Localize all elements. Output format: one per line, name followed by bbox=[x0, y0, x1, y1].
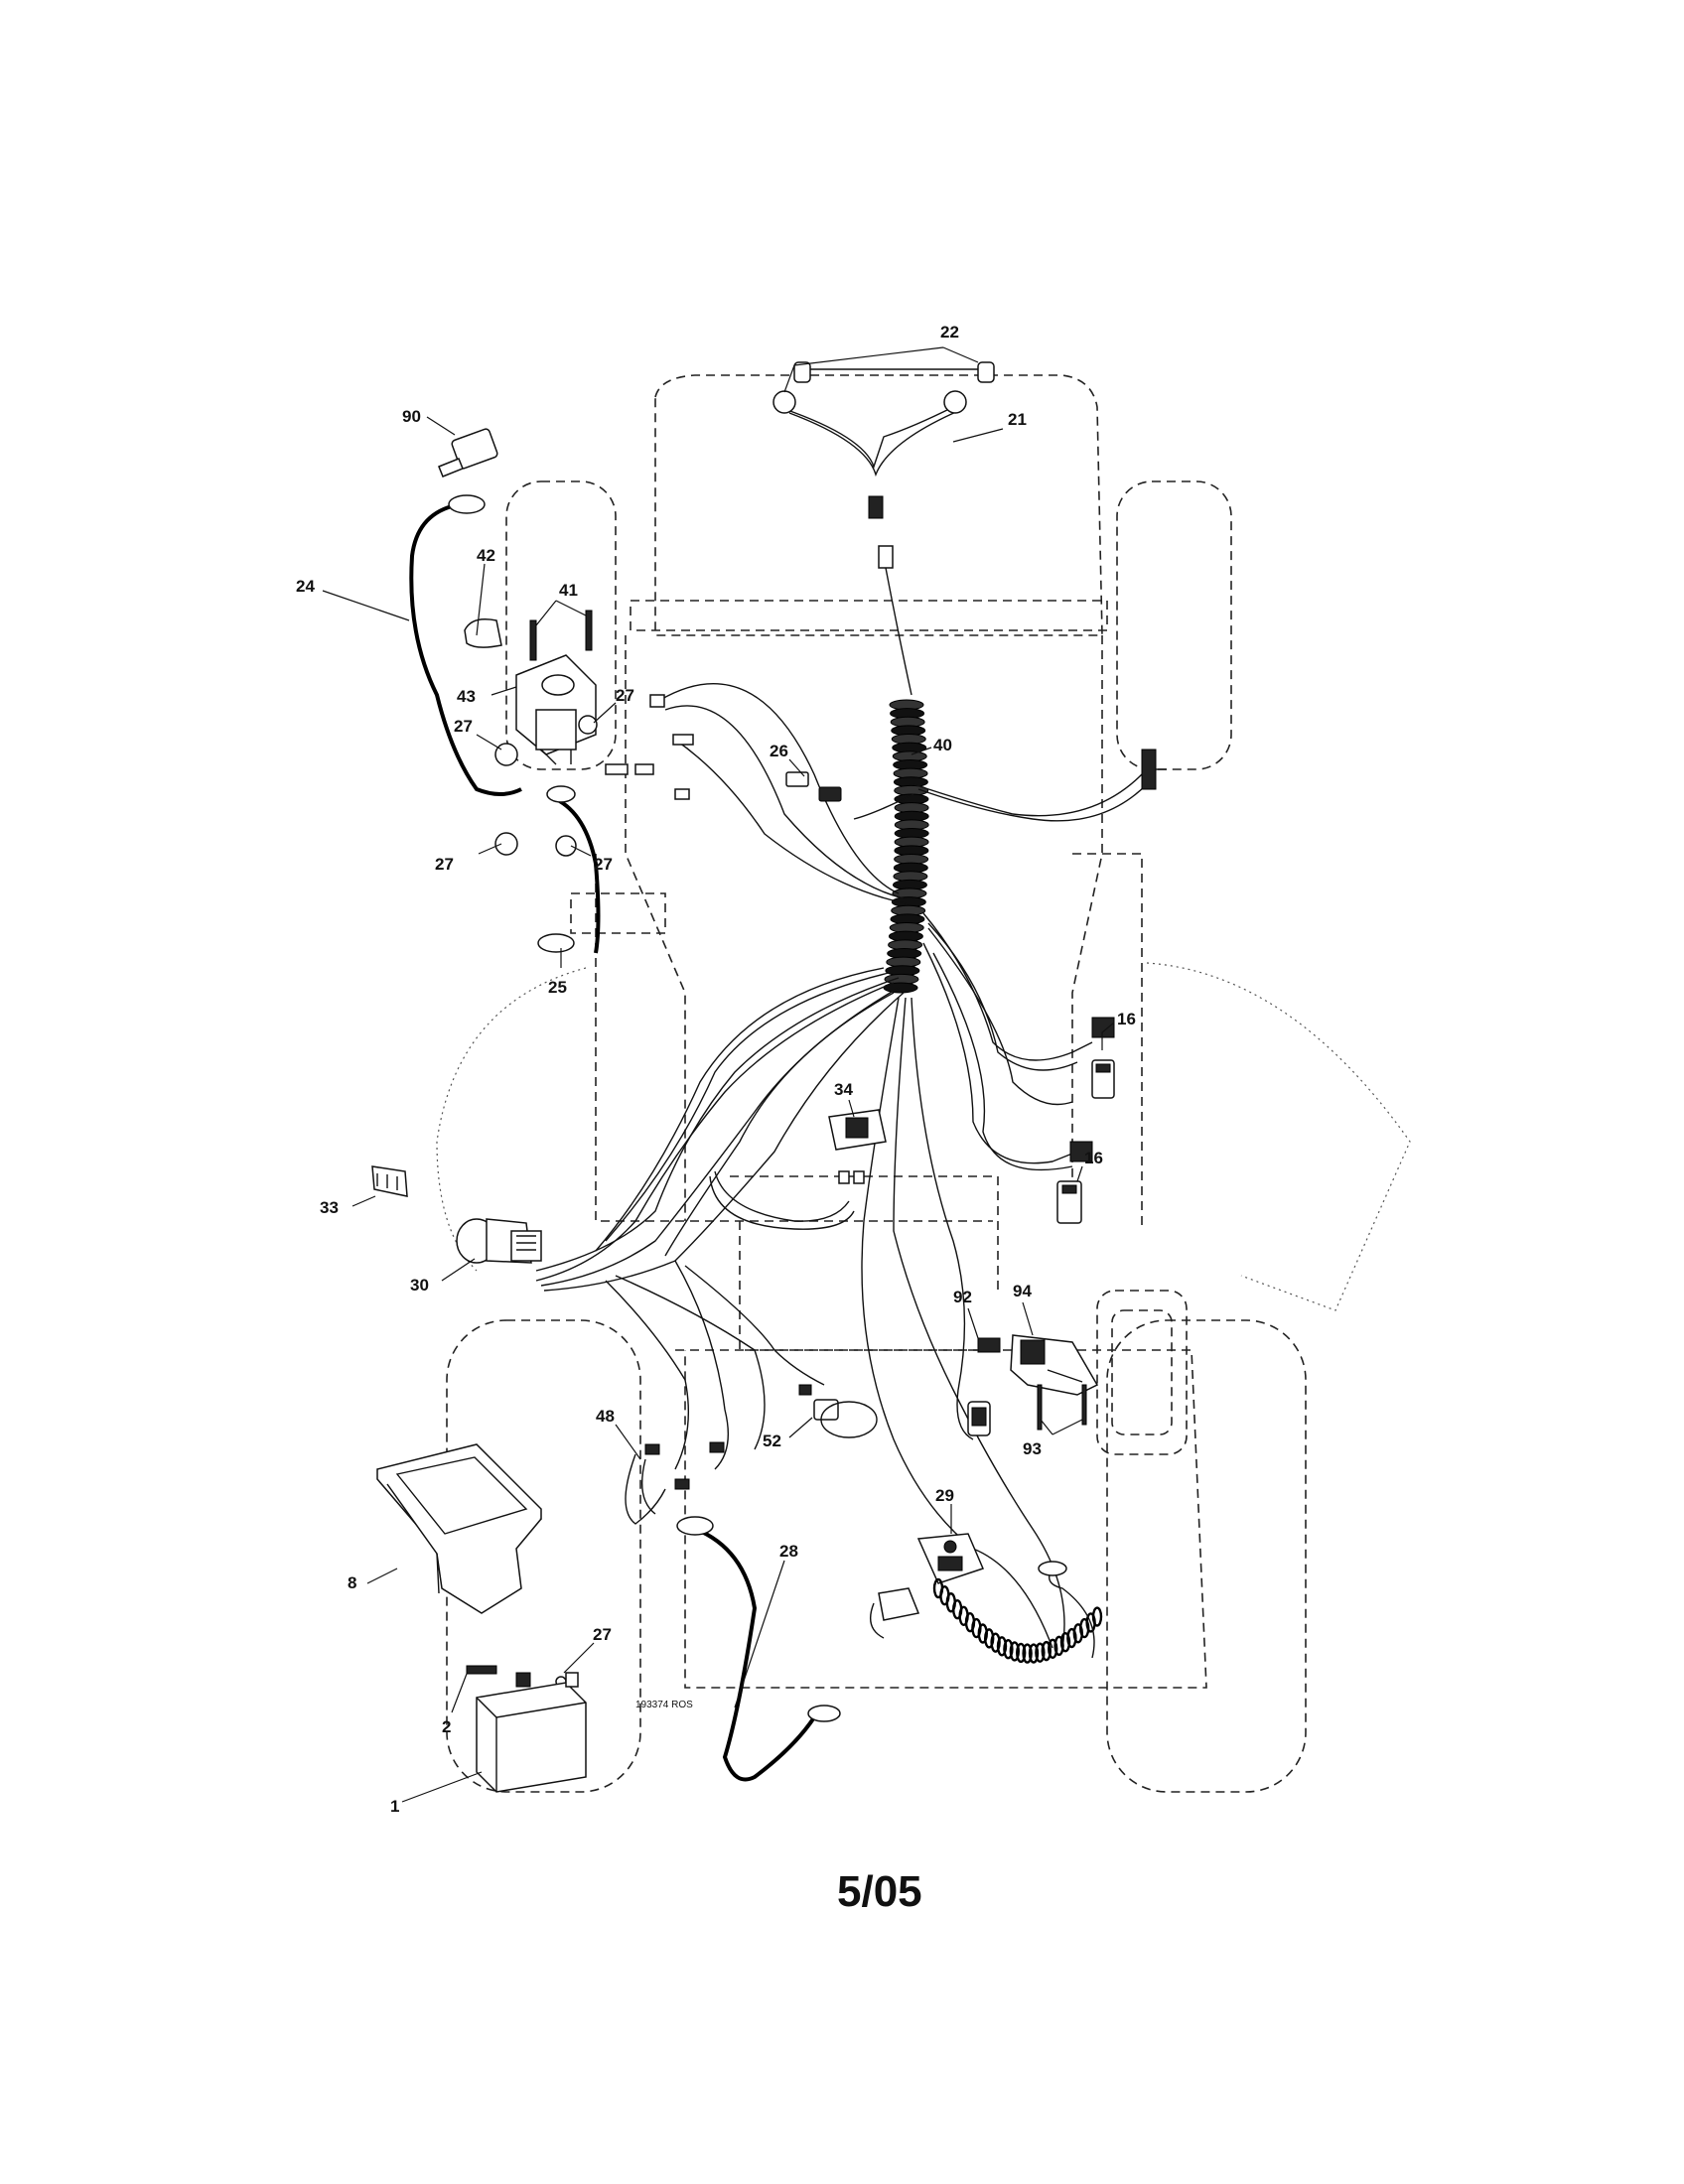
callout-40: 40 bbox=[933, 736, 952, 754]
part-48-seat-switch-wires bbox=[625, 1441, 725, 1525]
callout-27-a: 27 bbox=[616, 686, 634, 705]
part-29-seat-switch bbox=[870, 1533, 985, 1639]
tractor-outline bbox=[436, 374, 1411, 1793]
callout-16-a: 16 bbox=[1117, 1010, 1136, 1028]
callout-labels: 22 21 90 24 42 41 43 27 27 27 27 25 26 4… bbox=[296, 323, 1136, 1816]
callout-43: 43 bbox=[457, 687, 476, 706]
callout-30: 30 bbox=[410, 1276, 429, 1295]
callout-33: 33 bbox=[320, 1198, 339, 1217]
coil-29-turn bbox=[1009, 1641, 1020, 1662]
coil-29-turn bbox=[996, 1636, 1008, 1657]
callout-28: 28 bbox=[779, 1542, 798, 1561]
coil-29-turn bbox=[1022, 1643, 1033, 1664]
coil-29-turn bbox=[1041, 1640, 1052, 1662]
part-52-connector bbox=[798, 1384, 878, 1438]
coil-29-turn bbox=[1003, 1639, 1014, 1660]
callout-92: 92 bbox=[953, 1288, 972, 1306]
coil-29-turn bbox=[1047, 1638, 1058, 1660]
part-26-connector bbox=[785, 771, 842, 802]
callout-2: 2 bbox=[442, 1717, 451, 1736]
part-42-terminal-boot bbox=[464, 618, 502, 648]
part-93-screws bbox=[1037, 1384, 1087, 1431]
cable-24-terminal-ring bbox=[448, 494, 486, 514]
coil-29-turn bbox=[990, 1632, 1001, 1653]
callout-90: 90 bbox=[402, 407, 421, 426]
part-16-switch-upper bbox=[1091, 1017, 1115, 1099]
callout-16-b: 16 bbox=[1084, 1149, 1103, 1167]
coil-29-lead bbox=[1049, 1568, 1095, 1659]
part-43-solenoid bbox=[515, 654, 597, 765]
part-24-battery-cable bbox=[409, 504, 522, 796]
part-92-connector bbox=[967, 1337, 1001, 1436]
part-28-ground-cable bbox=[694, 1527, 816, 1782]
coil-29-turn bbox=[1028, 1643, 1040, 1664]
callout-29: 29 bbox=[935, 1486, 954, 1505]
drawing-reference-number: 193374 ROS bbox=[635, 1700, 693, 1710]
part-25-starter-cable bbox=[555, 797, 601, 954]
coil-29-turn bbox=[1015, 1642, 1027, 1664]
part-41-bolts bbox=[529, 610, 593, 661]
callout-24: 24 bbox=[296, 577, 315, 596]
loom-coils bbox=[883, 699, 929, 994]
part-90-connector-cap bbox=[438, 428, 498, 478]
callout-1: 1 bbox=[390, 1797, 399, 1816]
callout-27-b: 27 bbox=[454, 717, 473, 736]
part-29-coiled-wire bbox=[932, 1577, 1103, 1664]
callout-34: 34 bbox=[834, 1080, 853, 1099]
callout-26: 26 bbox=[770, 742, 788, 760]
part-34-light-switch bbox=[828, 1109, 887, 1184]
callout-27-d: 27 bbox=[594, 855, 613, 874]
callout-21: 21 bbox=[1008, 410, 1027, 429]
callout-22: 22 bbox=[940, 323, 959, 341]
callout-93: 93 bbox=[1023, 1439, 1042, 1458]
harness-terminals bbox=[605, 694, 694, 800]
coil-29-turn bbox=[1035, 1642, 1046, 1663]
part-2-bolt bbox=[466, 1665, 497, 1675]
part-33-diode bbox=[371, 1165, 408, 1197]
callout-25: 25 bbox=[548, 978, 567, 997]
part-1-battery bbox=[476, 1672, 587, 1793]
part-27-nuts bbox=[494, 715, 598, 1688]
harness-branches bbox=[535, 682, 1148, 1649]
callout-27-e: 27 bbox=[593, 1625, 612, 1644]
callout-52: 52 bbox=[763, 1432, 781, 1450]
part-94-pto-switch bbox=[1010, 1334, 1099, 1396]
part-8-battery-tray bbox=[376, 1443, 542, 1614]
callout-27-c: 27 bbox=[435, 855, 454, 874]
callout-94: 94 bbox=[1013, 1282, 1032, 1300]
callout-41: 41 bbox=[559, 581, 578, 600]
coil-29-turn bbox=[1053, 1635, 1064, 1657]
part-16-switch-lower bbox=[1056, 1141, 1093, 1224]
leader-lines bbox=[322, 346, 1115, 1803]
right-connector bbox=[1141, 749, 1167, 790]
callout-48: 48 bbox=[596, 1407, 615, 1426]
headlight-assembly bbox=[772, 361, 995, 696]
coil-29-turn bbox=[1091, 1606, 1103, 1627]
footer-date: 5/05 bbox=[837, 1867, 922, 1916]
loom-coil-ring bbox=[883, 982, 918, 994]
callout-42: 42 bbox=[477, 546, 495, 565]
callout-8: 8 bbox=[348, 1573, 356, 1592]
part-30-ignition-switch bbox=[456, 1218, 542, 1264]
